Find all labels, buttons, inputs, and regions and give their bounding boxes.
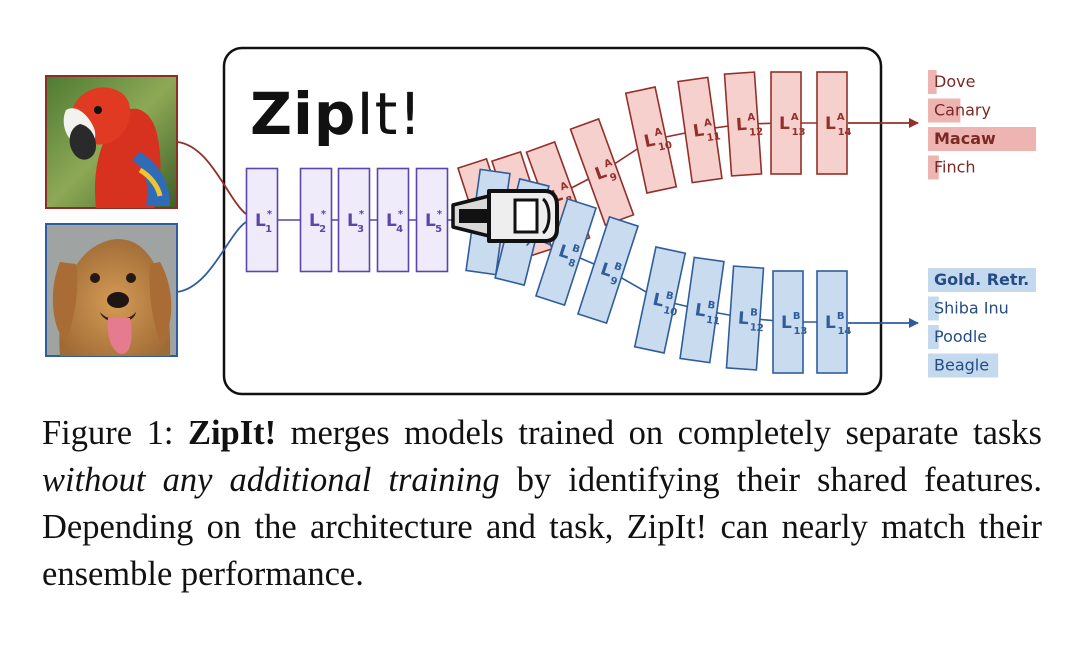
layer-b-11: LB11 <box>679 256 725 364</box>
output-a-score-bar <box>928 98 961 123</box>
caption-prefix: Figure 1: <box>42 414 188 452</box>
output-a-label: Canary <box>934 101 991 120</box>
output-b-score-bar <box>928 325 939 349</box>
layer-shared-2: L*2 <box>299 167 333 273</box>
output-b-label: Shiba Inu <box>934 299 1009 318</box>
zipit-title-bold: Zip <box>250 80 356 148</box>
dog-connector <box>176 221 247 293</box>
output-a-score-bar <box>928 127 1036 151</box>
layer-b-9: LB9 <box>576 215 640 325</box>
output-b-label: Poodle <box>934 327 987 346</box>
layer-shared-3-label: L*3 <box>347 209 365 235</box>
shared-layers: L*1 L*2 L*3 L*4 L*5 <box>245 167 456 273</box>
output-b-row: Shiba Inu <box>928 296 1009 321</box>
output-b-score-bar <box>928 353 999 378</box>
output-a-score-bar <box>928 155 939 180</box>
layer-shared-5-label: L*5 <box>425 209 443 235</box>
caption-bold: ZipIt! <box>187 414 277 452</box>
layer-a-10: LA10 <box>624 86 678 194</box>
layer-b-12-label: LB12 <box>737 307 765 335</box>
output-a-row: Finch <box>928 155 976 180</box>
layer-shared-4: L*4 <box>376 167 410 273</box>
output-b-row: Gold. Retr. <box>928 268 1036 292</box>
output-b-row: Poodle <box>928 325 987 349</box>
layer-b-11-label: LB11 <box>693 298 723 327</box>
layer-a-11-label: LA11 <box>692 116 722 145</box>
layer-shared-1: L*1 <box>245 167 279 273</box>
figure-svg: ZipIt! LA6LA7LA8LA9LA10LA11LA12LA13LA14 … <box>45 46 1036 396</box>
layer-shared-3: L*3 <box>337 167 371 273</box>
caption-part2: by identifying their shared features. De… <box>42 461 1042 593</box>
layer-a-12-label: LA12 <box>735 112 763 140</box>
parrot-connector <box>176 141 247 215</box>
output-b-label: Gold. Retr. <box>934 270 1029 289</box>
dog-image <box>45 223 178 357</box>
layer-b-12: LB12 <box>725 265 765 371</box>
output-b-label: Beagle <box>934 356 989 375</box>
figure-caption: Figure 1: ZipIt! merges models trained o… <box>42 410 1042 598</box>
layer-shared-1-label: L*1 <box>255 209 273 235</box>
layer-shared-4-label: L*4 <box>386 209 404 235</box>
layer-b-10: LB10 <box>633 246 687 354</box>
output-a-label: Dove <box>934 72 975 91</box>
layer-a-11: LA11 <box>677 76 723 184</box>
layer-b-8: LB8 <box>534 197 598 307</box>
output-b-score-bar <box>928 296 939 321</box>
parrot-image <box>45 75 178 209</box>
zipit-title-rest: It! <box>356 80 422 148</box>
output-a-score-bar <box>928 70 937 94</box>
output-a-row: Macaw <box>928 127 1036 151</box>
layer-a-9-label: LA9 <box>592 157 620 188</box>
zipper-icon <box>451 189 559 243</box>
output-b-score-bar <box>928 268 1036 292</box>
output-a-label: Macaw <box>934 129 996 148</box>
caption-part1: merges models trained on completely sepa… <box>276 414 1042 452</box>
layer-shared-2-label: L*2 <box>309 209 327 235</box>
layer-a-10-label: LA10 <box>642 125 673 156</box>
zipit-title: ZipIt! <box>250 80 423 148</box>
output-b-row: Beagle <box>928 353 999 378</box>
output-a-row: Dove <box>928 70 975 94</box>
layer-shared-5: L*5 <box>415 167 449 273</box>
output-a-row: Canary <box>928 98 991 123</box>
layer-a-12: LA12 <box>723 71 764 177</box>
layer-b-10-label: LB10 <box>650 288 681 319</box>
caption-italic: without any additional training <box>42 461 500 499</box>
output-a-label: Finch <box>934 158 976 177</box>
